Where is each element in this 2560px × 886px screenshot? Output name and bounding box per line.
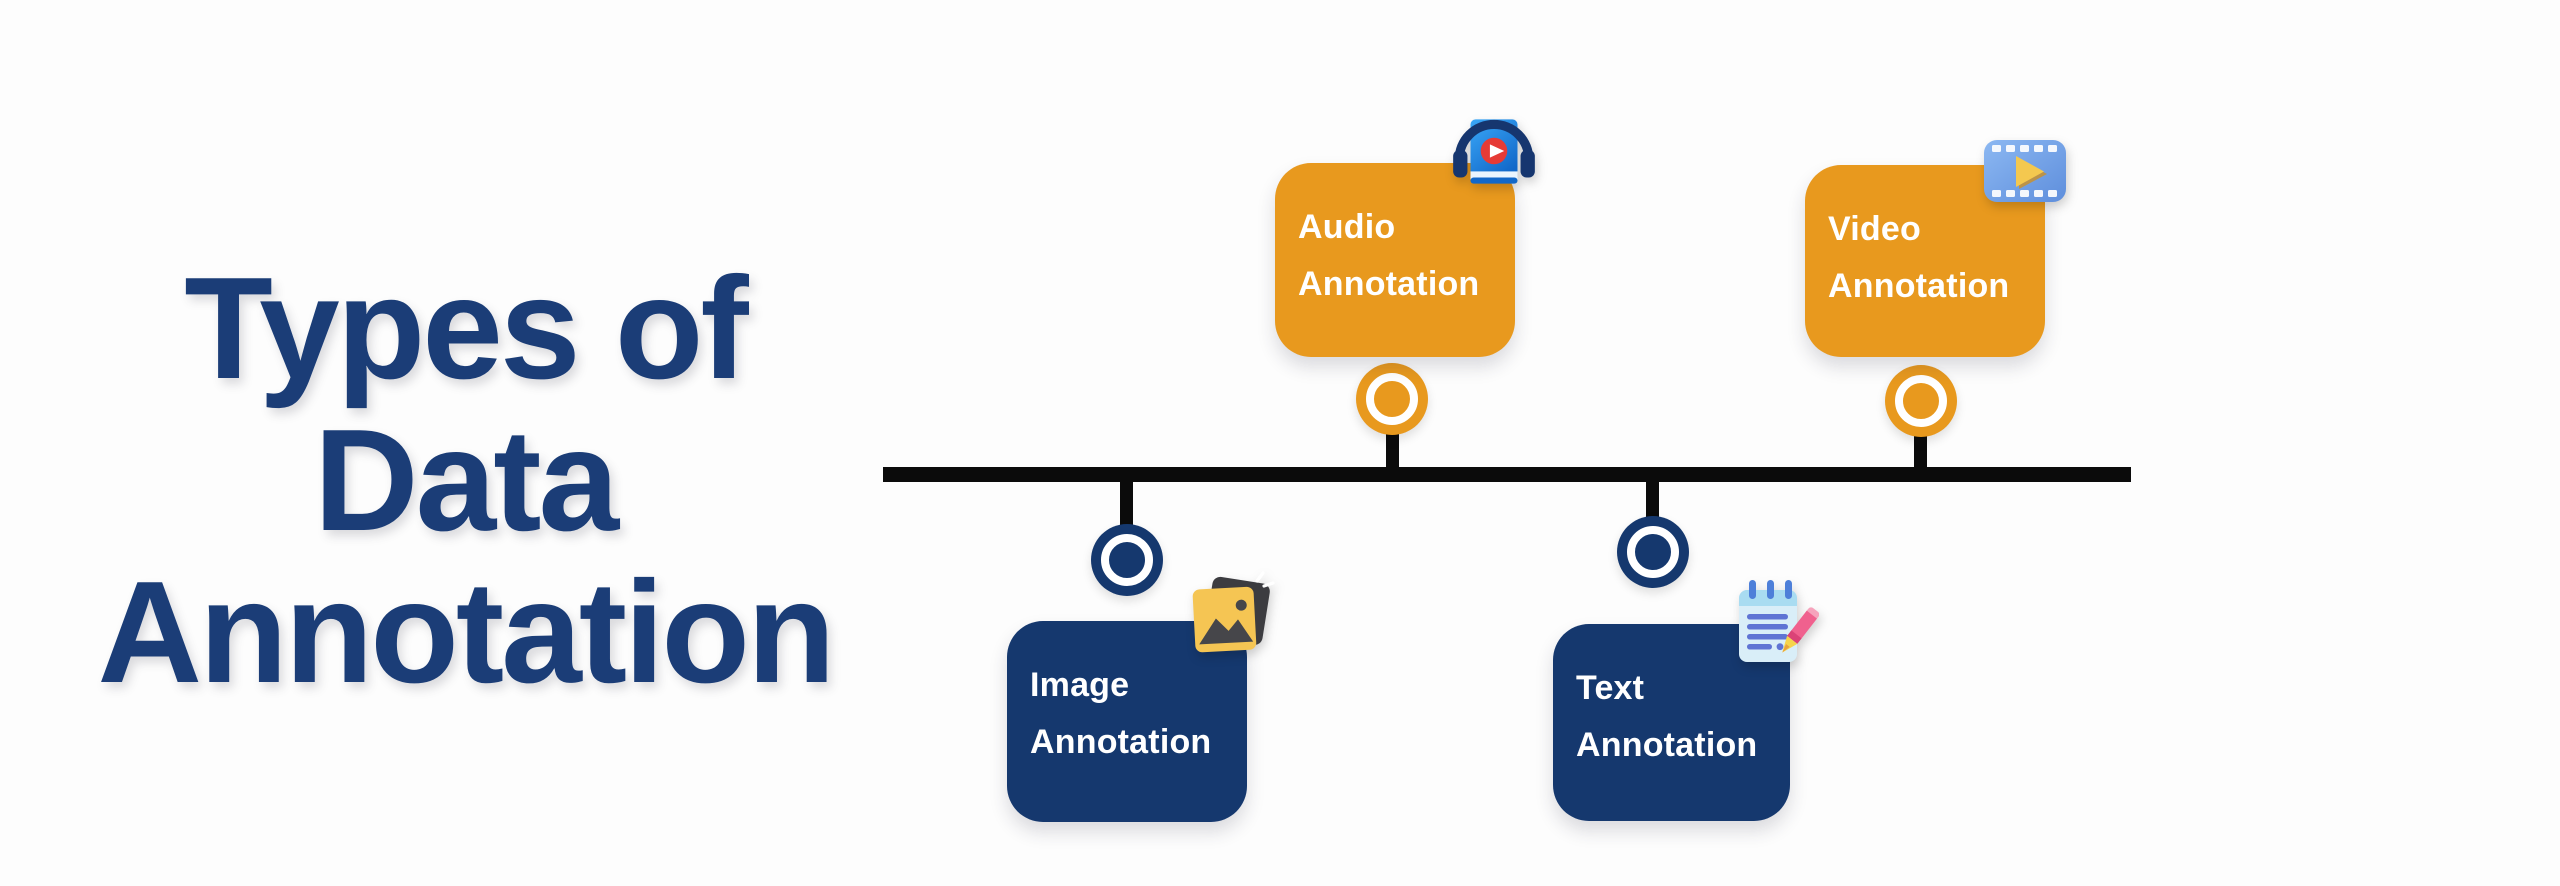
page-title: Types of Data Annotation bbox=[30, 252, 900, 708]
category-label-line-2: Annotation bbox=[1576, 726, 1758, 764]
category-label-line-2: Annotation bbox=[1030, 723, 1212, 761]
category-label-line-1: Text bbox=[1576, 669, 1645, 707]
category-label: Text Annotation bbox=[1553, 624, 1790, 774]
timeline-node-image bbox=[1091, 524, 1163, 596]
title-line-1: Types of bbox=[184, 247, 748, 409]
film-play-icon bbox=[1983, 139, 2067, 203]
timeline-node-audio-core bbox=[1366, 373, 1418, 425]
timeline-node-audio bbox=[1356, 363, 1428, 435]
title-line-3: Annotation bbox=[97, 551, 835, 713]
category-label-line-1: Image bbox=[1030, 666, 1130, 704]
category-label-line-1: Video bbox=[1828, 210, 1921, 248]
category-label-line-2: Annotation bbox=[1828, 267, 2010, 305]
timeline-node-text-core bbox=[1627, 526, 1679, 578]
category-label-line-1: Audio bbox=[1298, 208, 1396, 246]
category-box-image-annotation: Image Annotation bbox=[1007, 621, 1247, 822]
timeline-node-text bbox=[1617, 516, 1689, 588]
timeline-node-video bbox=[1885, 365, 1957, 437]
timeline-line bbox=[883, 467, 2131, 482]
audiobook-headphones-icon bbox=[1446, 104, 1542, 200]
connector-stem-image bbox=[1120, 478, 1133, 530]
category-label: Audio Annotation bbox=[1275, 163, 1515, 313]
category-label-line-2: Annotation bbox=[1298, 265, 1480, 303]
category-box-text-annotation: Text Annotation bbox=[1553, 624, 1790, 821]
photo-stack-icon bbox=[1186, 568, 1276, 658]
category-label: Image Annotation bbox=[1007, 621, 1247, 771]
timeline-node-image-core bbox=[1101, 534, 1153, 586]
timeline-node-video-core bbox=[1895, 375, 1947, 427]
title-line-2: Data bbox=[313, 399, 619, 561]
category-box-audio-annotation: Audio Annotation bbox=[1275, 163, 1515, 357]
category-label: Video Annotation bbox=[1805, 165, 2045, 315]
notepad-pencil-icon bbox=[1735, 576, 1819, 668]
